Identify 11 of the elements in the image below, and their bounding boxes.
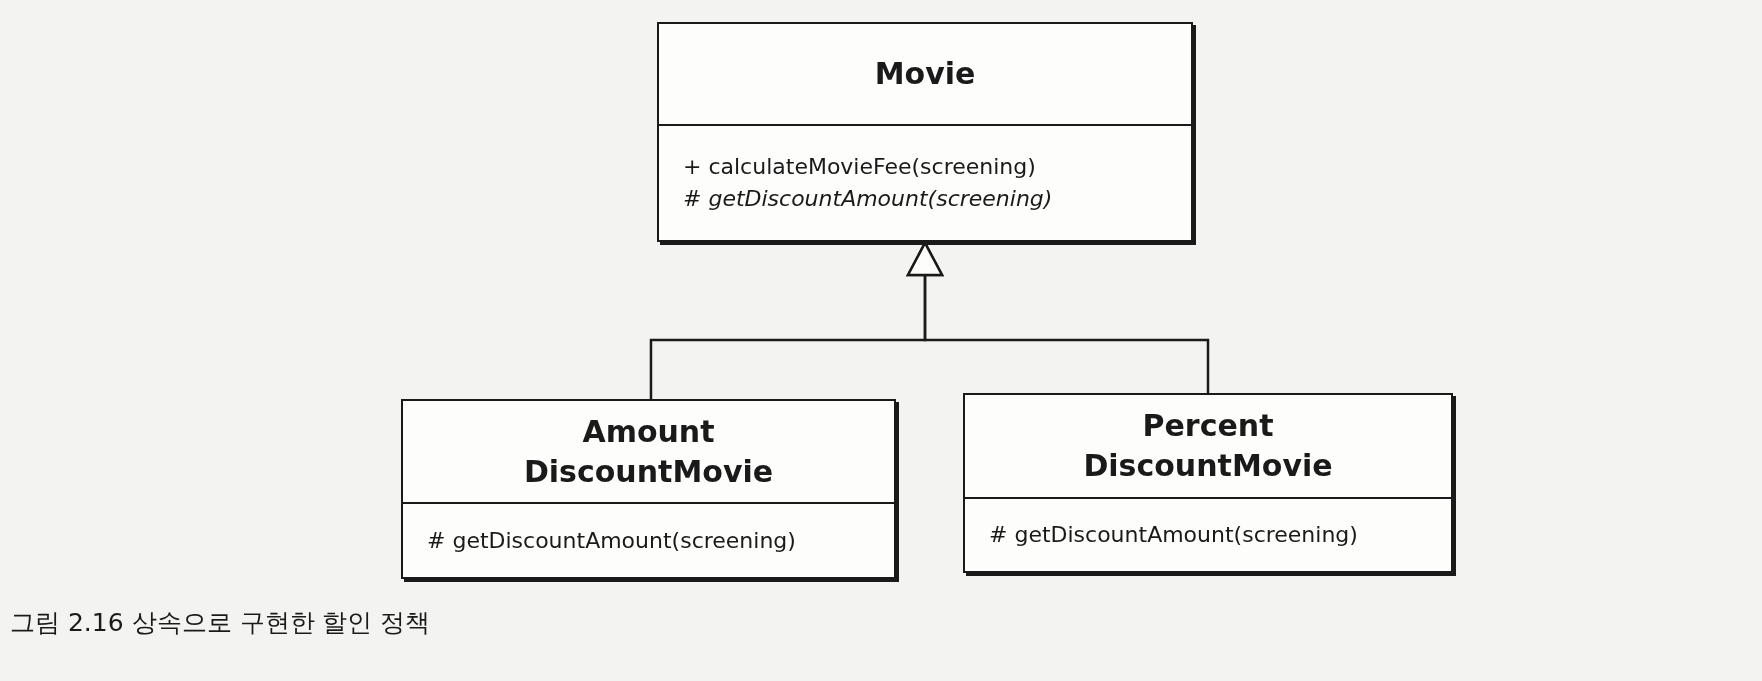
figure-caption: 그림 2.16 상속으로 구현한 할인 정책: [10, 607, 431, 639]
method-text: + calculateMovieFee(screening): [683, 153, 1037, 181]
class-box: [401, 399, 896, 579]
class-name: Amount DiscountMovie: [522, 412, 775, 491]
method-text: # getDiscountAmount(screening): [427, 526, 797, 555]
class-box: [657, 22, 1193, 242]
class-name: Percent DiscountMovie: [1082, 407, 1334, 485]
method-text: # getDiscountAmount(screening): [989, 521, 1359, 549]
class-name: Movie: [874, 55, 976, 93]
method-text: # getDiscountAmount(screening): [683, 185, 1054, 213]
class-box: [963, 393, 1453, 573]
